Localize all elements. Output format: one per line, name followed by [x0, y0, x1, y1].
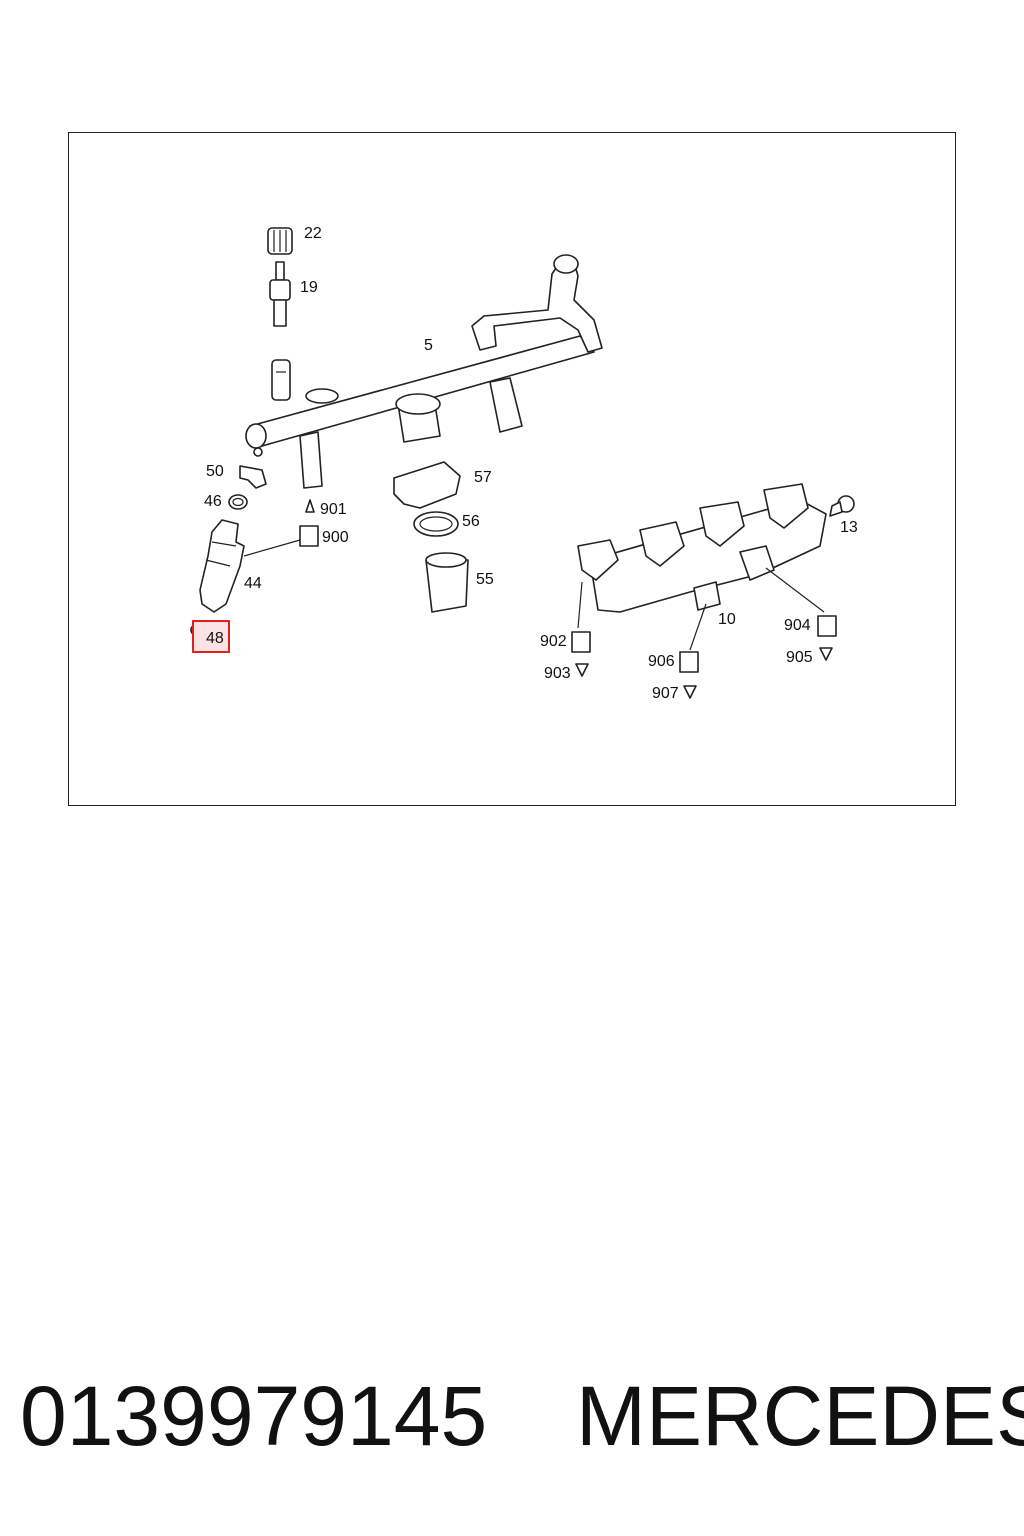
label-57: 57 — [474, 469, 492, 486]
part-56-ring[interactable] — [413, 511, 459, 537]
label-19: 19 — [300, 279, 318, 296]
label-10: 10 — [718, 611, 736, 628]
part-905-symbol[interactable] — [819, 647, 833, 661]
part-907-symbol[interactable] — [683, 685, 697, 699]
label-907: 907 — [652, 685, 679, 702]
label-904: 904 — [784, 617, 811, 634]
label-44: 44 — [244, 575, 262, 592]
label-46: 46 — [204, 493, 222, 510]
label-56: 56 — [462, 513, 480, 530]
label-903: 903 — [544, 665, 571, 682]
part-19-valve[interactable] — [269, 261, 291, 327]
label-13: 13 — [840, 519, 858, 536]
part-number: 0139979145 — [20, 1369, 488, 1463]
diagram-frame — [68, 132, 956, 806]
part-57-gasket[interactable] — [393, 461, 461, 509]
part-902-symbol[interactable] — [571, 631, 591, 653]
label-900: 900 — [322, 529, 349, 546]
label-5: 5 — [424, 337, 433, 354]
label-22: 22 — [304, 225, 322, 242]
footer-caption: 0139979145 MERCEDES — [20, 1368, 1024, 1468]
part-900-symbol[interactable] — [299, 525, 319, 547]
label-902: 902 — [540, 633, 567, 650]
label-48: 48 — [206, 630, 224, 647]
label-50: 50 — [206, 463, 224, 480]
part-48-seal[interactable] — [190, 620, 230, 653]
part-5-fuel-rail[interactable] — [245, 254, 603, 489]
part-906-symbol[interactable] — [679, 651, 699, 673]
part-55-cup[interactable] — [425, 552, 469, 613]
part-904-symbol[interactable] — [817, 615, 837, 637]
highlight-box — [192, 620, 230, 653]
part-22-cap[interactable] — [267, 227, 293, 255]
part-903-symbol[interactable] — [575, 663, 589, 677]
part-46-oring[interactable] — [228, 494, 248, 510]
label-901: 901 — [320, 501, 347, 518]
exploded-parts-diagram: 22 19 5 50 46 901 900 44 48 57 56 55 13 … — [190, 225, 858, 702]
part-44-injector[interactable] — [199, 519, 301, 613]
label-906: 906 — [648, 653, 675, 670]
part-10-rail-assembly[interactable] — [577, 483, 827, 651]
label-55: 55 — [476, 571, 494, 588]
part-50-clip[interactable] — [239, 465, 267, 489]
brand-name: MERCEDES — [576, 1369, 1024, 1463]
part-13-screw[interactable] — [829, 495, 855, 517]
part-901-symbol[interactable] — [305, 499, 315, 513]
label-905: 905 — [786, 649, 813, 666]
